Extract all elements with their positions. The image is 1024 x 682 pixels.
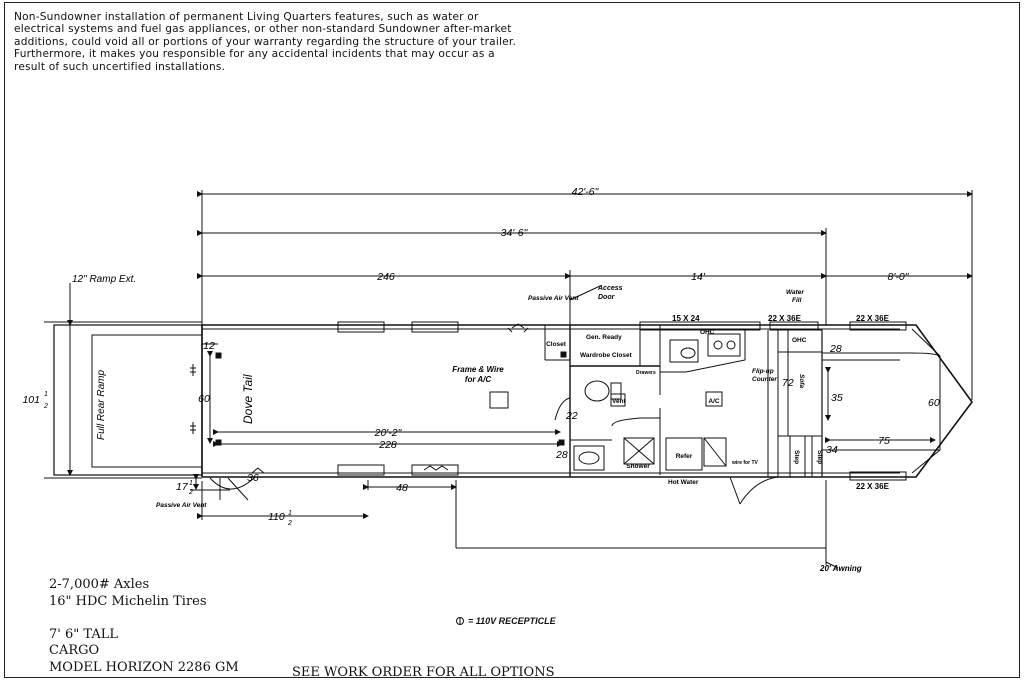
ramp-label: Full Rear Ramp <box>96 370 107 440</box>
window-22x36-1: 22 X 36E <box>768 314 802 323</box>
dim-72: 72 <box>782 377 794 389</box>
hot-water-label: Hot Water <box>668 479 699 486</box>
drawing-border <box>4 2 1020 678</box>
dim-60-bed: 60 <box>928 397 940 409</box>
flip-up-label: Flip-up <box>752 368 774 375</box>
shower-label: Shower <box>626 463 650 470</box>
water-fill-label-2: Fill <box>792 297 802 304</box>
dim-width-frac-d: 2 <box>43 403 48 410</box>
dim-110-frac-n: 1 <box>288 510 292 517</box>
dim-12: 12 <box>203 340 215 352</box>
disclaimer-line: electrical systems and fuel gas applianc… <box>14 23 512 36</box>
ramp-ext-label: 12" Ramp Ext. <box>72 274 136 285</box>
spec-height: 7' 6" TALL <box>49 626 118 642</box>
dim-overall-length: 42'-6" <box>572 186 600 198</box>
wardrobe-label: Wardrobe Closet <box>580 352 633 359</box>
dim-34: 34 <box>826 444 838 456</box>
frame-wire-label: Frame & Wire <box>452 365 504 374</box>
dim-8ft: 8'-0" <box>888 271 910 283</box>
dim-14ft: 14' <box>691 271 706 283</box>
awning-label: 20' Awning <box>819 564 862 573</box>
wire-tv-label: wire for TV <box>731 460 759 466</box>
drawers-label: Drawers <box>636 370 656 376</box>
passive-vent-bottom-label: Passive Air Vent <box>156 502 207 509</box>
dim-17: 17 <box>176 481 189 493</box>
ohc-kitchen-label: OHC <box>700 329 715 336</box>
spec-spacer <box>49 610 239 627</box>
dim-228: 228 <box>378 439 397 451</box>
disclaimer-line: additions, could void all or portions of… <box>14 35 517 48</box>
disclaimer-line: result of such uncertified installations… <box>14 60 226 73</box>
dim-28-bed: 28 <box>829 343 842 355</box>
dim-width-frac-n: 1 <box>44 391 48 398</box>
ohc-living-label: OHC <box>792 337 807 344</box>
spec-model: MODEL HORIZON 2286 GM <box>49 659 239 675</box>
dim-28: 28 <box>555 449 568 461</box>
dim-35: 35 <box>831 392 843 404</box>
disclaimer-line: Non-Sundowner installation of permanent … <box>14 11 479 23</box>
spec-cargo: CARGO <box>49 643 100 658</box>
disclaimer-line: Furthermore, it makes you responsible fo… <box>14 48 495 61</box>
work-order-note: SEE WORK ORDER FOR ALL OPTIONS <box>292 665 555 680</box>
dim-48: 48 <box>396 482 408 494</box>
step-label-2: Step <box>816 450 823 464</box>
dim-width: 101 <box>22 394 40 406</box>
water-fill-label: Water <box>786 289 804 296</box>
step-label-1: Step <box>793 450 800 464</box>
access-door-label-2: Door <box>598 294 616 301</box>
receptacle-legend: = 110V RECEPTICLE <box>468 616 556 626</box>
dim-body-length: 34'-6" <box>501 227 529 239</box>
dim-22: 22 <box>565 410 578 422</box>
for-ac-label: for A/C <box>465 375 492 384</box>
sofa-label: Sofa <box>798 374 805 388</box>
dim-17-frac-n: 1 <box>189 480 193 487</box>
window-22x36-3: 22 X 36E <box>856 482 890 491</box>
window-22x36-2: 22 X 36E <box>856 314 890 323</box>
closet-label: Closet <box>546 341 567 348</box>
counter-label: Counter <box>752 376 777 383</box>
dim-60: 60 <box>198 393 210 405</box>
spec-axles: 2-7,000# Axles <box>49 577 150 592</box>
passive-vent-top-label: Passive Air Vent <box>528 295 579 302</box>
dim-246: 246 <box>376 271 395 283</box>
refer-label: Refer <box>676 453 693 460</box>
spec-tires: 16" HDC Michelin Tires <box>49 593 207 609</box>
ac-label: A/C <box>708 398 720 405</box>
gen-ready-label: Gen. Ready <box>586 334 622 341</box>
window-15x24: 15 X 24 <box>672 314 700 323</box>
trailer-specs: 2-7,000# Axles 16" HDC Michelin Tires 7'… <box>49 577 239 676</box>
dim-75: 75 <box>878 435 890 447</box>
dim-110: 110 <box>268 511 285 523</box>
dim-20ft-2in: 20'-2" <box>374 427 403 439</box>
warranty-disclaimer: Non-Sundowner installation of permanent … <box>14 11 654 73</box>
vent-label: Vent <box>612 398 627 405</box>
dim-17-frac-d: 2 <box>188 489 193 496</box>
dove-tail-label: Dove Tail <box>241 374 255 424</box>
dim-36: 36 <box>247 472 259 484</box>
dim-110-frac-d: 2 <box>287 520 292 527</box>
access-door-label: Access <box>597 285 623 292</box>
